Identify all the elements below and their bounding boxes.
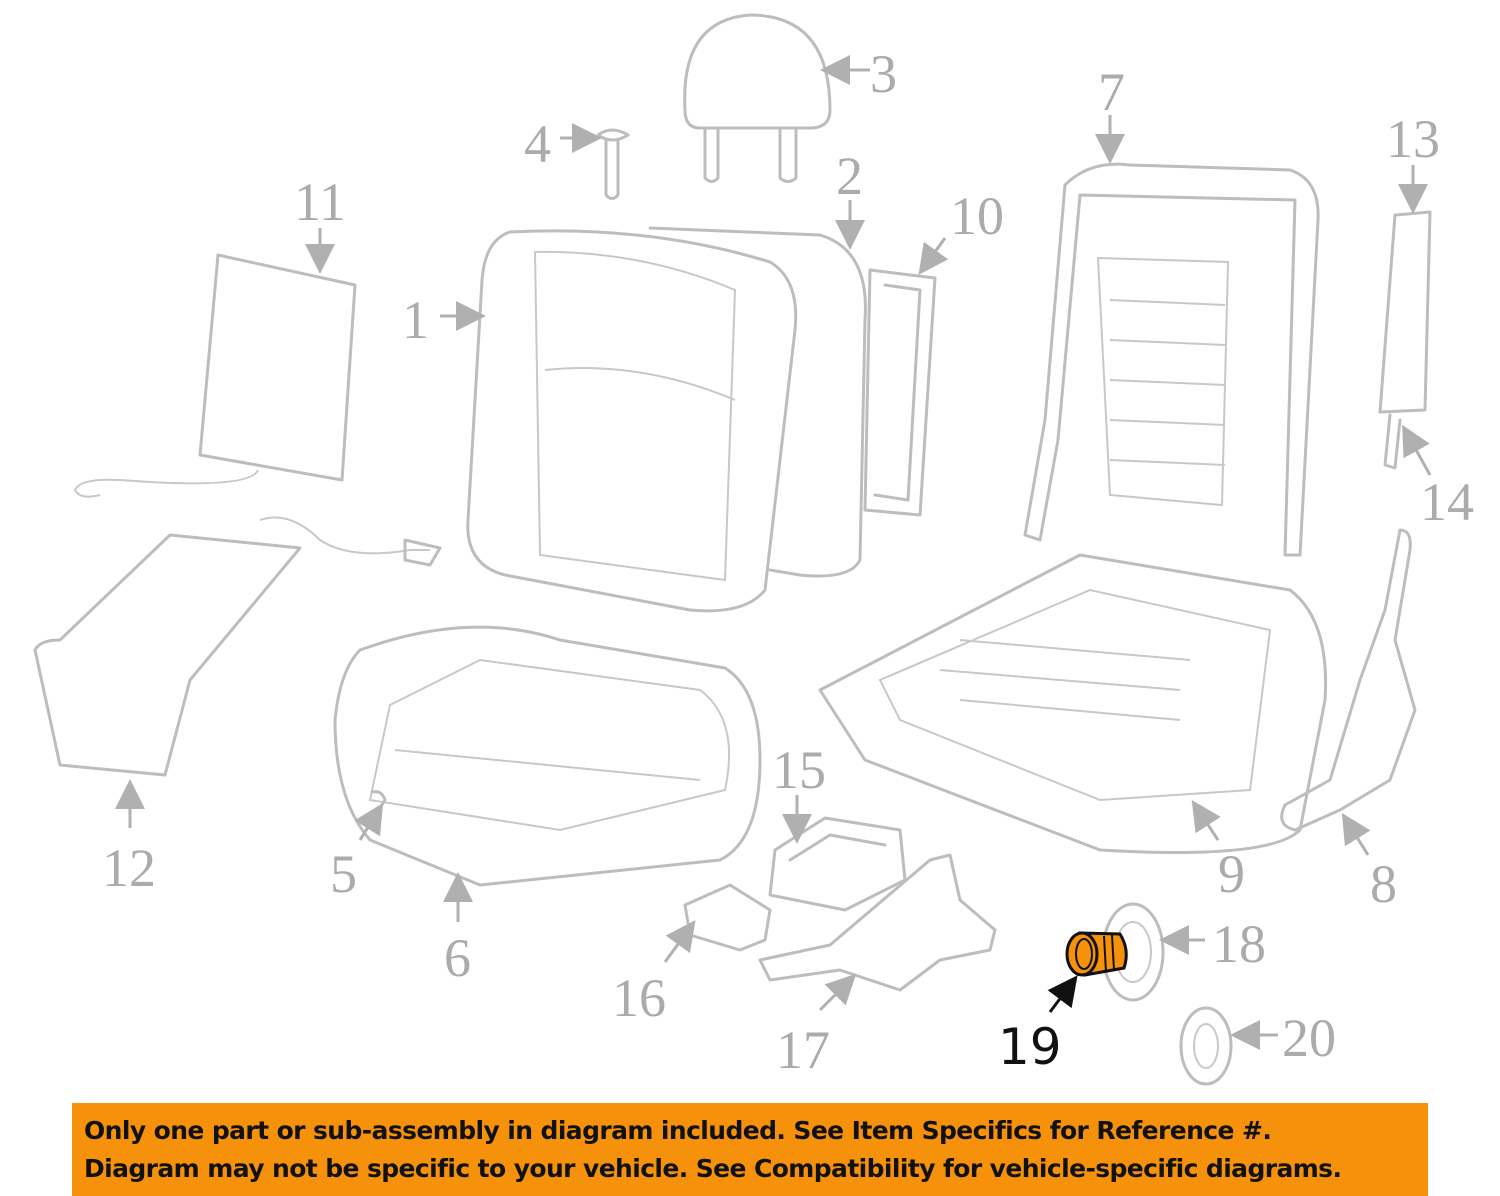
callout-14: 14 xyxy=(1420,472,1474,532)
callout-15: 15 xyxy=(772,740,826,800)
callout-5: 5 xyxy=(330,844,357,904)
callout-16: 16 xyxy=(612,968,666,1028)
callout-7: 7 xyxy=(1098,62,1125,122)
callout-11: 11 xyxy=(294,172,346,232)
callout-8: 8 xyxy=(1370,854,1397,914)
callout-arrows xyxy=(115,55,1432,1050)
seat-module-part xyxy=(33,516,442,777)
callout-4: 4 xyxy=(524,114,551,174)
plate-part xyxy=(1179,1006,1233,1086)
callout-2: 2 xyxy=(836,146,863,206)
seat-cushion-part xyxy=(333,625,762,887)
disclaimer-line-2: Diagram may not be specific to your vehi… xyxy=(84,1153,1342,1183)
recliner-part xyxy=(1280,528,1417,832)
side-airbag-part xyxy=(73,253,357,498)
callout-18: 18 xyxy=(1212,914,1266,974)
bracket-part xyxy=(758,853,997,992)
callout-6: 6 xyxy=(444,928,471,988)
switch-assembly-part xyxy=(768,816,907,912)
callout-3: 3 xyxy=(870,44,897,104)
callout-17: 17 xyxy=(776,1020,830,1080)
callout-1: 1 xyxy=(402,290,429,350)
callout-19-highlighted: 19 xyxy=(998,1018,1062,1076)
callout-9: 9 xyxy=(1218,844,1245,904)
callout-10: 10 xyxy=(950,186,1004,246)
callout-20: 20 xyxy=(1282,1008,1336,1068)
highlighted-bushing-part xyxy=(1065,931,1128,977)
callout-12: 12 xyxy=(102,838,156,898)
seat-cushion-frame-part xyxy=(818,553,1328,854)
callout-13: 13 xyxy=(1386,109,1440,169)
retainer-clip-part xyxy=(370,790,387,810)
trim-strip-part xyxy=(1378,210,1432,470)
guide-pin-part xyxy=(596,128,630,200)
seat-back-frame-part xyxy=(1023,162,1320,557)
disclaimer-banner: Only one part or sub-assembly in diagram… xyxy=(72,1103,1428,1196)
seat-back-cushion-part xyxy=(466,229,798,613)
headrest-part xyxy=(683,13,832,183)
back-cover-part xyxy=(648,226,867,578)
back-panel-part xyxy=(863,268,937,517)
disclaimer-line-1: Only one part or sub-assembly in diagram… xyxy=(84,1115,1272,1145)
knob-part xyxy=(683,883,772,952)
